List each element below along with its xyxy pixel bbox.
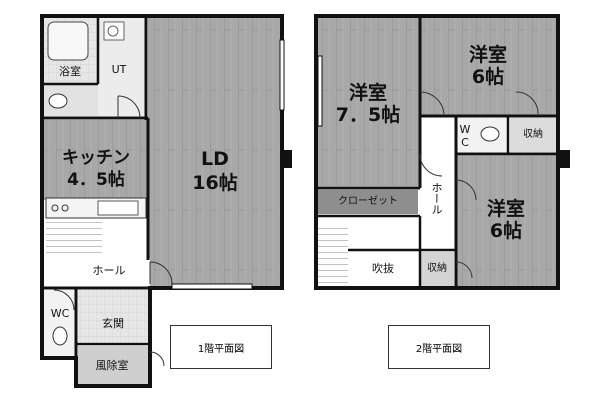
sink-icon	[97, 200, 139, 216]
window-mark	[171, 283, 253, 290]
ld-size-label: 16帖	[192, 172, 238, 194]
genkan-label: 玄関	[102, 317, 124, 330]
genkan-floor	[78, 290, 148, 342]
western-a-size-label: 7．5帖	[335, 104, 401, 126]
ld-floor	[148, 18, 280, 286]
hall-2f-floor	[420, 118, 456, 248]
ld-name-label: LD	[201, 148, 229, 170]
closet-floor	[318, 190, 418, 214]
bathtub-icon	[47, 21, 89, 61]
fujoshitsu-label: 風除室	[95, 359, 129, 372]
floor-2-plan	[314, 14, 570, 290]
hall-1f-label: ホール	[92, 264, 126, 277]
wc-2f-w-label: W	[459, 123, 471, 136]
toilet-icon	[52, 326, 68, 346]
wc-1f-label: WC	[50, 307, 70, 320]
stairs-1f	[46, 222, 102, 258]
storage-top-label: 収納	[523, 129, 543, 140]
fukinuke-label: 吹抜	[372, 262, 394, 275]
storage-top-floor	[510, 118, 556, 152]
western-a-name-label: 洋室	[348, 82, 387, 104]
floor-2-doors	[419, 91, 539, 279]
stairs-2f	[318, 224, 348, 286]
washer-icon	[103, 21, 125, 41]
toilet-icon	[480, 126, 500, 142]
toilet-icon	[48, 93, 68, 109]
kitchen-floor	[44, 120, 148, 200]
floor-1-plan	[40, 14, 292, 388]
hall-1f-floor	[44, 258, 150, 288]
stove-burner-icon	[51, 204, 59, 212]
wc-2f-c-label: C	[461, 136, 469, 149]
ut-room-label: UT	[111, 63, 127, 76]
western-c-name-label: 洋室	[486, 198, 525, 220]
kitchen-name-label: キッチン	[62, 148, 130, 168]
stove-burner-icon	[61, 204, 69, 212]
western-c-floor	[456, 156, 556, 288]
western-b-name-label: 洋室	[468, 44, 507, 66]
bath-room-label: 浴室	[59, 65, 81, 78]
western-b-size-label: 6帖	[471, 66, 505, 88]
storage-bottom-label: 収納	[427, 263, 447, 274]
floor-2-caption: 2階平面図	[388, 325, 490, 369]
closet-label: クローゼット	[338, 196, 398, 207]
fukinuke-area	[350, 252, 418, 286]
western-a-floor	[316, 18, 420, 186]
washbasin-icon	[107, 25, 119, 37]
window-mark	[317, 55, 323, 127]
floor-1-doors	[53, 95, 173, 367]
fujoshitsu-floor	[78, 346, 148, 384]
kitchen-size-label: 4．5帖	[67, 170, 125, 190]
western-c-size-label: 6帖	[489, 220, 523, 242]
window-mark	[279, 39, 285, 111]
column-marker	[558, 150, 570, 168]
storage-bottom-floor	[420, 252, 454, 286]
floor-1-caption: 1階平面図	[170, 325, 272, 369]
hall-2f-label: ホール	[430, 182, 443, 215]
column-marker	[282, 150, 292, 168]
